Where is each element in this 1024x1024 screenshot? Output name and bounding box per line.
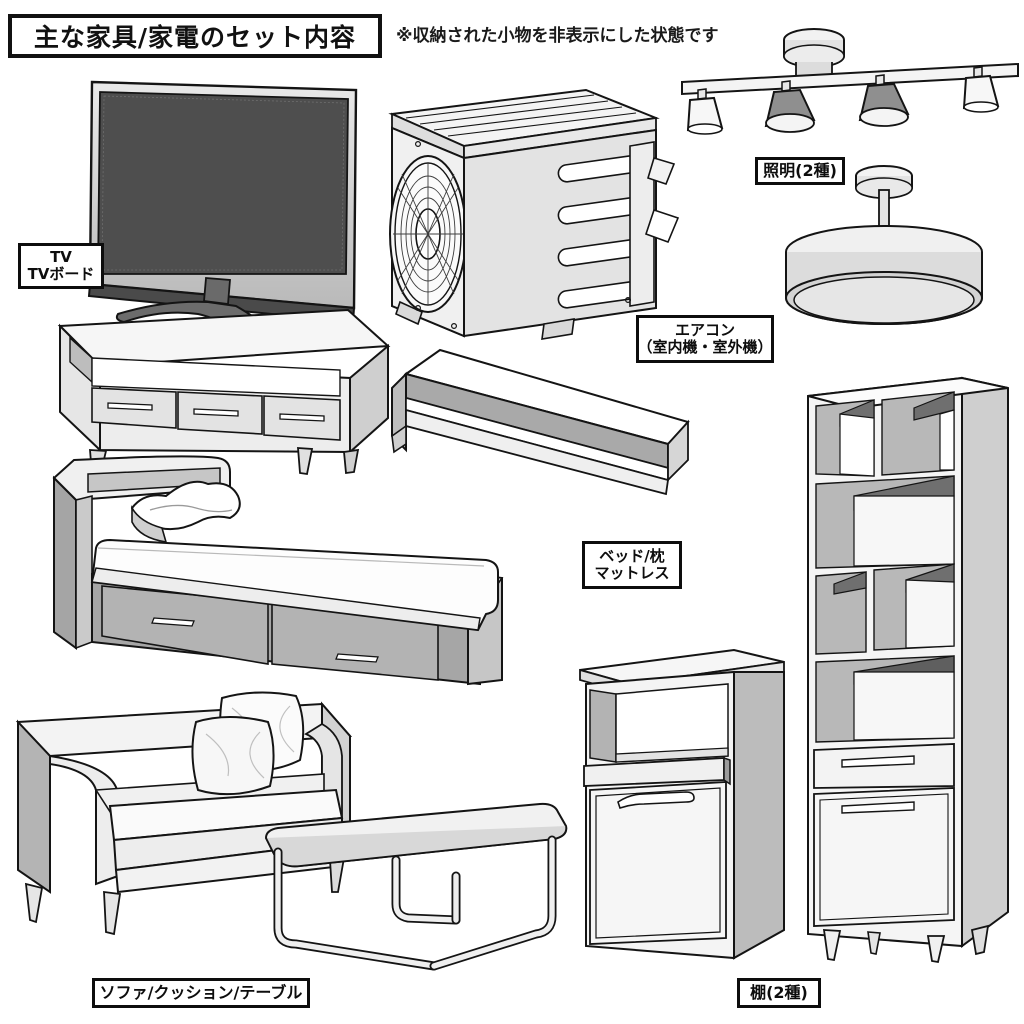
tall-shelf-illustration bbox=[796, 374, 1016, 964]
low-cabinet-illustration bbox=[574, 644, 790, 966]
spot-head-icon bbox=[686, 88, 724, 135]
caption-aircon: エアコン （室内機・室外機） bbox=[636, 315, 774, 363]
storage-bed-illustration bbox=[40, 452, 582, 704]
caption-sofa: ソファ/クッション/テーブル bbox=[92, 978, 310, 1008]
caption-lighting: 照明(2種) bbox=[755, 157, 845, 185]
drawer-handle-icon bbox=[335, 653, 379, 663]
door-handle-icon bbox=[841, 801, 915, 814]
air-conditioner-outdoor-unit-illustration bbox=[378, 84, 680, 356]
caption-lighting-line1: 照明(2種) bbox=[763, 160, 837, 180]
caption-tv-line2: TVボード bbox=[27, 265, 95, 283]
drawer-handle-icon bbox=[841, 755, 915, 768]
caption-aircon-line2: （室内機・室外機） bbox=[637, 338, 773, 356]
caption-tv-line1: TV bbox=[50, 247, 72, 266]
caption-tv: TV TVボード bbox=[18, 243, 104, 289]
page-note: ※収納された小物を非表示にした状態です bbox=[396, 26, 719, 46]
spot-head-icon bbox=[962, 66, 1000, 113]
spot-head-icon bbox=[858, 74, 910, 127]
coffee-table-illustration bbox=[256, 798, 582, 974]
spot-head-icon bbox=[764, 80, 816, 133]
tv-board-illustration bbox=[48, 300, 400, 478]
drawer-handle-icon bbox=[151, 617, 195, 627]
caption-sofa-line1: ソファ/クッション/テーブル bbox=[99, 982, 303, 1002]
drawer-handle-icon bbox=[107, 402, 325, 422]
caption-bed: ベッド/枕 マットレス bbox=[582, 541, 682, 589]
caption-bed-line1: ベッド/枕 bbox=[599, 546, 665, 565]
door-handle-icon bbox=[617, 791, 695, 810]
caption-bed-line2: マットレス bbox=[594, 564, 670, 582]
drum-pendant-light-illustration bbox=[772, 160, 998, 340]
page-title: 主な家具/家電のセット内容 bbox=[33, 23, 357, 52]
track-spot-light-illustration bbox=[676, 24, 1024, 146]
caption-shelf: 棚(2種) bbox=[737, 978, 821, 1008]
page-title-box: 主な家具/家電のセット内容 bbox=[8, 14, 382, 58]
caption-shelf-line1: 棚(2種) bbox=[750, 982, 808, 1002]
air-conditioner-indoor-unit-illustration bbox=[388, 344, 700, 500]
caption-aircon-line1: エアコン bbox=[674, 320, 735, 339]
